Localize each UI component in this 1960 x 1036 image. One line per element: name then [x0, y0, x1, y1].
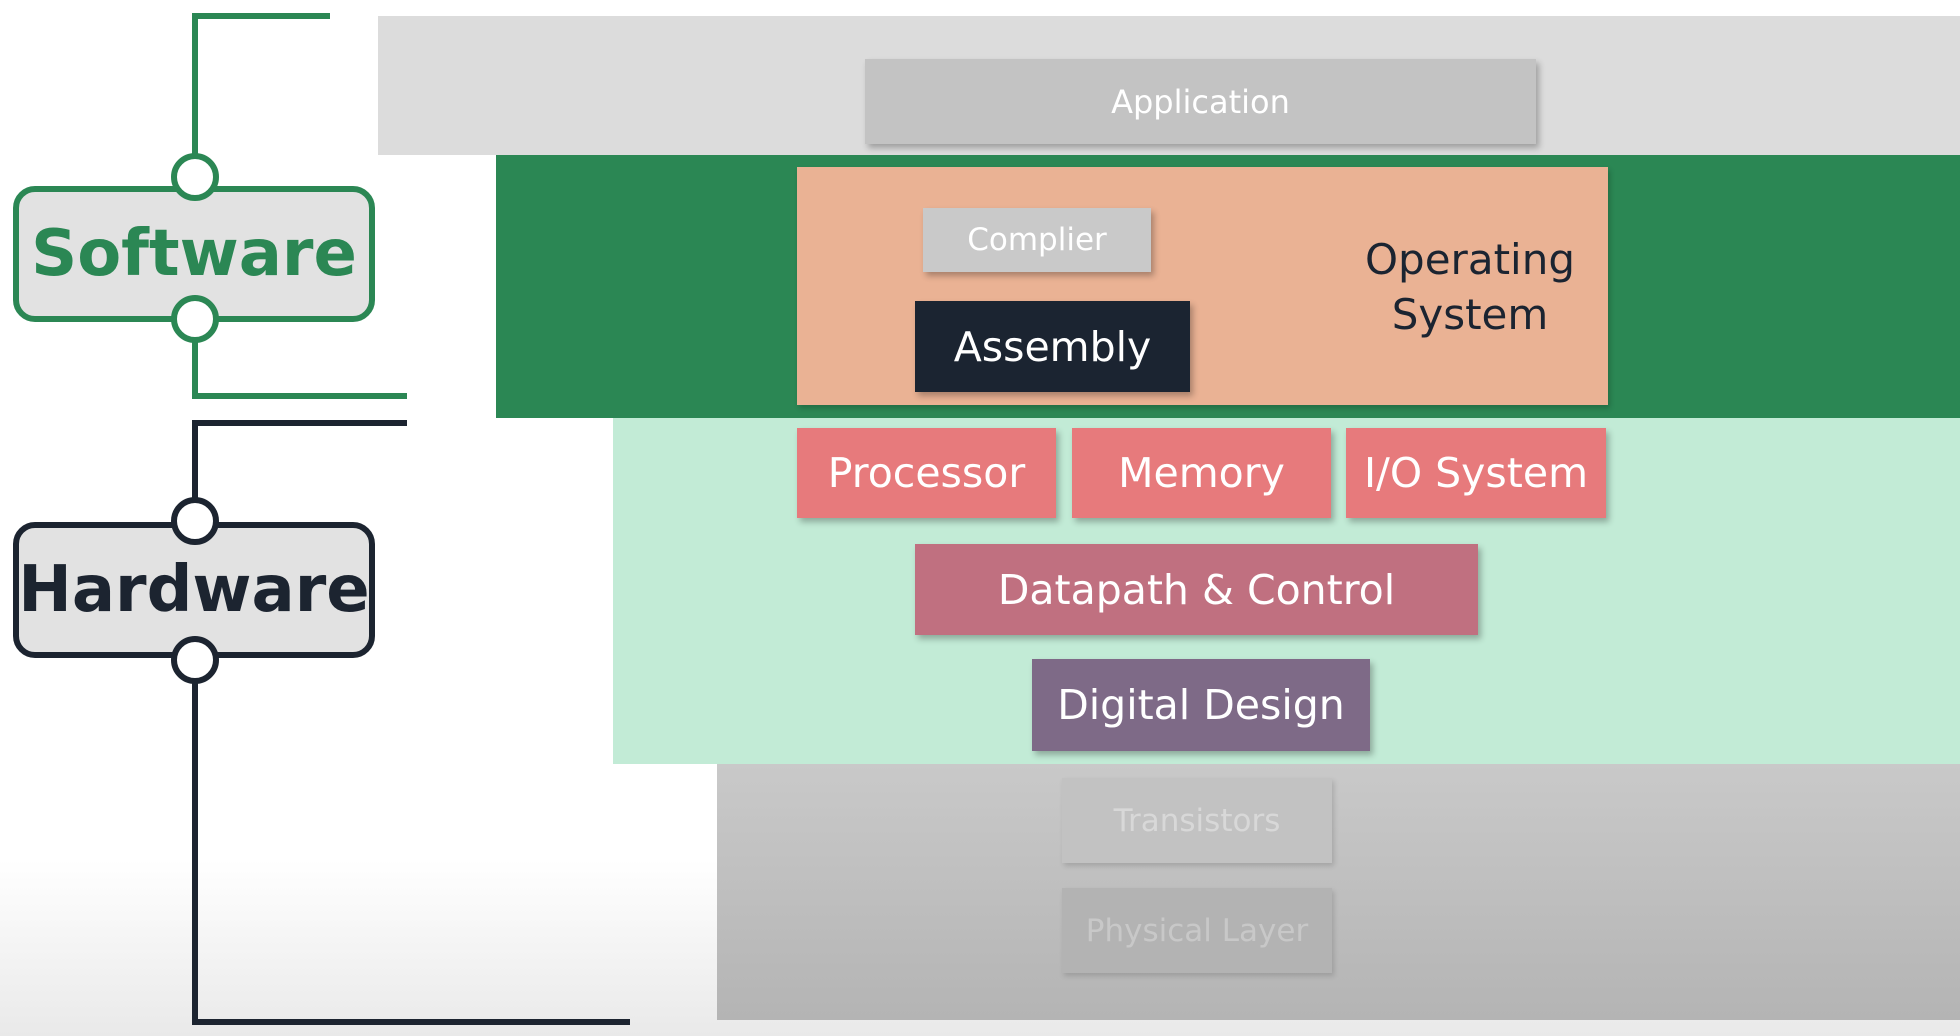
processor-label: Processor [827, 449, 1026, 497]
application-label: Application [1111, 82, 1290, 121]
compiler-box: Complier [923, 208, 1151, 272]
datapath-control-box: Datapath & Control [915, 544, 1478, 635]
digital-design-box: Digital Design [1032, 659, 1370, 751]
hardware-node-bottom [171, 636, 219, 684]
datapath-control-label: Datapath & Control [997, 565, 1396, 614]
memory-box: Memory [1072, 428, 1331, 518]
digital-design-label: Digital Design [1057, 681, 1345, 729]
assembly-box: Assembly [915, 301, 1190, 392]
hardware-bracket-top [192, 420, 407, 426]
software-legend-label: Software [31, 217, 357, 291]
assembly-label: Assembly [953, 322, 1152, 371]
software-bracket-bottom [192, 393, 407, 399]
transistors-box: Transistors [1062, 778, 1332, 863]
software-bracket-top [192, 13, 330, 19]
hardware-bracket-vertical [192, 420, 198, 1025]
operating-system-label-line1: Operating [1365, 235, 1575, 284]
physical-band [717, 764, 1960, 1020]
physical-layer-label: Physical Layer [1085, 912, 1309, 949]
software-node-top [171, 153, 219, 201]
hardware-bracket-bottom [192, 1019, 630, 1025]
transistors-label: Transistors [1113, 802, 1281, 839]
io-system-label: I/O System [1363, 449, 1589, 497]
hardware-legend-label: Hardware [18, 553, 370, 627]
operating-system-label: Operating System [1335, 232, 1605, 342]
application-box: Application [865, 59, 1536, 144]
hardware-node-top [171, 497, 219, 545]
software-node-bottom [171, 295, 219, 343]
software-legend: Software [13, 186, 375, 322]
io-system-box: I/O System [1346, 428, 1606, 518]
physical-layer-box: Physical Layer [1062, 888, 1332, 973]
operating-system-label-line2: System [1391, 290, 1549, 339]
memory-label: Memory [1118, 449, 1285, 497]
processor-box: Processor [797, 428, 1056, 518]
compiler-label: Complier [967, 222, 1107, 258]
